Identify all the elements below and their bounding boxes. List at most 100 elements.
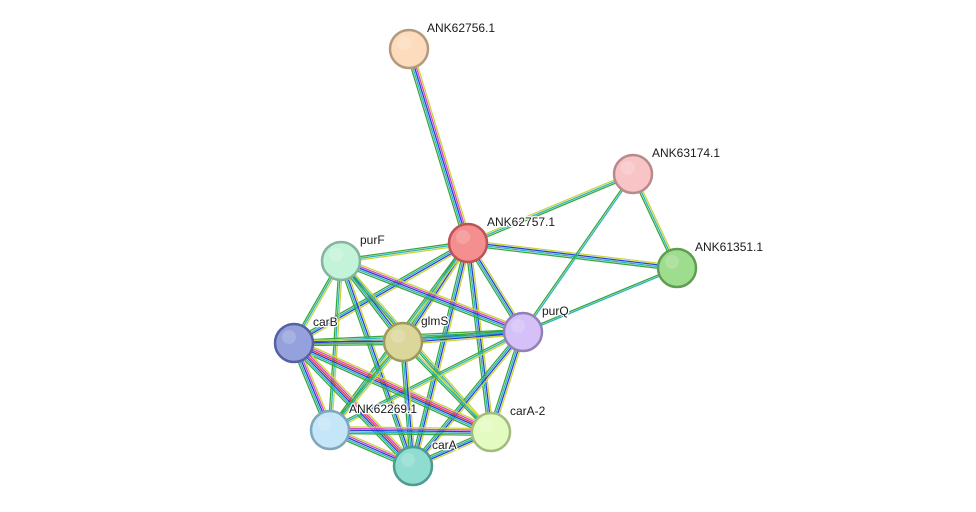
- node-label: ANK61351.1: [695, 240, 763, 254]
- edge-strand: [405, 49, 466, 245]
- node-purQ[interactable]: purQ: [502, 303, 570, 353]
- node-label: ANK62756.1: [427, 21, 495, 35]
- node-circle[interactable]: [388, 28, 430, 70]
- edge-ANK62269.1-carA-2: [329, 425, 492, 437]
- edge-ANK62757.1-ANK63174.1: [466, 171, 635, 246]
- edge-strand: [329, 427, 492, 431]
- edge-glmS-carA: [399, 341, 417, 467]
- edge-strand: [521, 172, 633, 333]
- node-circle[interactable]: [273, 322, 315, 364]
- edge-strand: [411, 330, 523, 467]
- edge-ANK62756.1-ANK62757.1: [405, 47, 472, 245]
- node-highlight: [621, 161, 635, 175]
- edge-strand: [467, 173, 634, 244]
- edge-strand: [406, 48, 468, 245]
- edge-strand: [339, 261, 524, 335]
- node-circle[interactable]: [392, 445, 434, 487]
- edge-purQ-carA: [410, 329, 526, 469]
- edge-strand: [329, 425, 492, 430]
- edge-strand: [294, 340, 493, 431]
- edge-strand: [291, 346, 490, 437]
- edge-strand: [292, 240, 468, 342]
- node-highlight: [511, 319, 525, 333]
- edge-ANK63174.1-purQ: [521, 172, 635, 334]
- edge-strand: [414, 332, 526, 469]
- node-highlight: [391, 329, 405, 343]
- node-carB[interactable]: carB: [273, 314, 339, 364]
- node-highlight: [401, 453, 415, 467]
- edge-strand: [340, 244, 469, 264]
- node-highlight: [329, 248, 343, 262]
- edge-strand: [413, 331, 525, 468]
- node-circle[interactable]: [447, 222, 489, 264]
- edge-strand: [467, 244, 678, 272]
- edge-strand: [522, 266, 678, 332]
- node-ANK62269.1[interactable]: ANK62269.1: [309, 401, 419, 451]
- edge-ANK62757.1-carB: [292, 240, 470, 346]
- node-highlight: [397, 36, 411, 50]
- node-label: carA-2: [510, 404, 546, 418]
- node-carA[interactable]: carA: [392, 437, 458, 487]
- node-circle[interactable]: [612, 153, 654, 195]
- edge-strand: [329, 331, 524, 431]
- edge-strand: [401, 342, 491, 434]
- edge-strand: [292, 344, 491, 435]
- edge-strand: [294, 244, 470, 346]
- edge-strand: [293, 341, 493, 432]
- node-glmS[interactable]: glmS: [382, 313, 450, 363]
- edge-strand: [292, 343, 492, 434]
- node-highlight: [665, 255, 679, 269]
- edge-strand: [467, 239, 678, 267]
- node-highlight: [282, 330, 296, 344]
- node-highlight: [479, 419, 493, 433]
- edge-strand: [466, 171, 633, 243]
- edge-strand: [522, 268, 678, 334]
- node-circle[interactable]: [309, 409, 351, 451]
- edge-strand: [467, 243, 678, 270]
- edge-strand: [399, 341, 412, 467]
- edge-strand: [329, 432, 492, 437]
- edge-strand: [408, 48, 469, 244]
- node-ANK63174.1[interactable]: ANK63174.1: [612, 145, 722, 195]
- node-circle[interactable]: [382, 321, 424, 363]
- edge-strand: [404, 341, 417, 467]
- edge-strand: [411, 47, 472, 243]
- edge-strand: [466, 242, 491, 433]
- edge-strand: [402, 341, 492, 433]
- edge-strand: [293, 243, 470, 345]
- edge-strand: [411, 242, 468, 467]
- edge-strand: [401, 341, 413, 467]
- edge-strand: [341, 257, 525, 330]
- edge-strand: [340, 260, 524, 333]
- edge-strand: [340, 240, 469, 260]
- edge-strand: [340, 258, 525, 332]
- edge-ANK62757.1-carA-2: [464, 242, 495, 433]
- node-label: glmS: [421, 314, 448, 328]
- node-circle[interactable]: [470, 411, 512, 453]
- node-label: ANK63174.1: [652, 146, 720, 160]
- node-circle[interactable]: [656, 247, 698, 289]
- edge-strand: [341, 260, 415, 467]
- edge-strand: [410, 329, 522, 466]
- node-label: ANK62757.1: [487, 215, 555, 229]
- edge-glmS-carA-2: [401, 340, 493, 434]
- node-ANK61351.1[interactable]: ANK61351.1: [656, 239, 765, 289]
- node-carA-2[interactable]: carA-2: [470, 403, 547, 453]
- edge-strand: [329, 431, 492, 435]
- node-circle[interactable]: [502, 311, 544, 353]
- edge-strand: [339, 263, 523, 336]
- node-highlight: [318, 417, 332, 431]
- edge-strand: [340, 242, 469, 262]
- edge-strand: [523, 173, 635, 334]
- edge-purF-purQ: [339, 257, 525, 336]
- node-ANK62757.1[interactable]: ANK62757.1: [447, 214, 557, 264]
- node-layer: ANK62756.1ANK63174.1ANK62757.1ANK61351.1…: [273, 20, 765, 487]
- node-purF[interactable]: purF: [320, 232, 386, 282]
- edge-strand: [403, 341, 415, 467]
- node-label: carA: [432, 438, 457, 452]
- node-circle[interactable]: [320, 240, 362, 282]
- node-ANK62756.1[interactable]: ANK62756.1: [388, 20, 497, 70]
- node-label: carB: [313, 315, 338, 329]
- node-label: purQ: [542, 304, 569, 318]
